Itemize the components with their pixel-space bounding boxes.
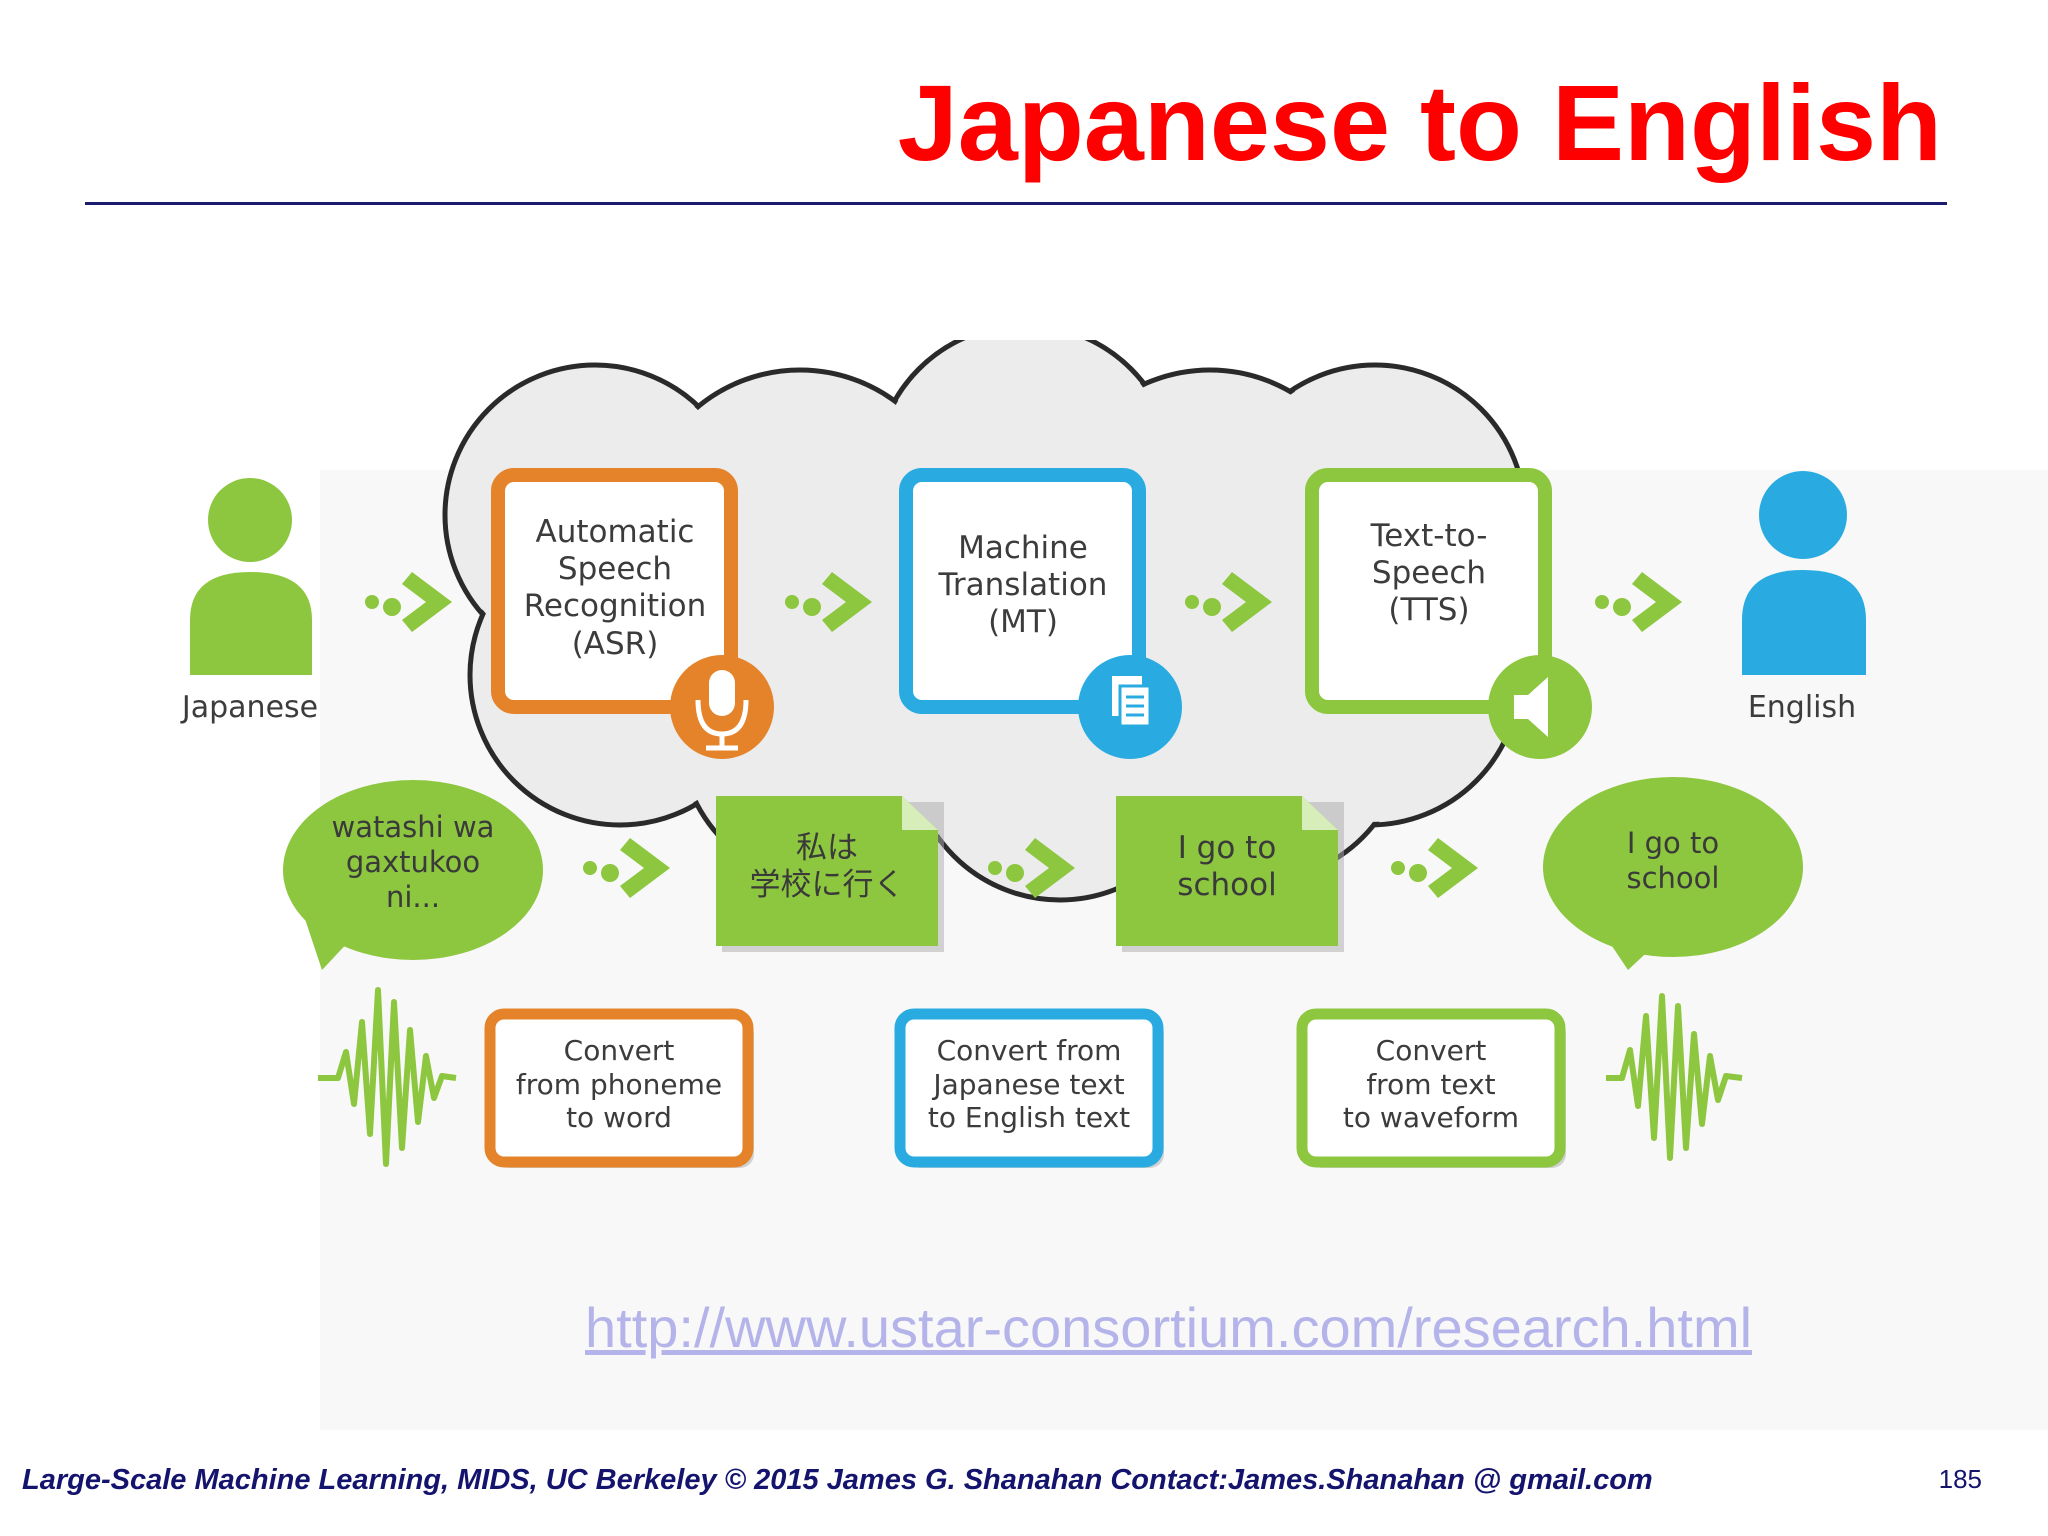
arrow-icon [1185, 572, 1272, 632]
speaker-icon [1488, 655, 1592, 759]
tts-title: Text-to- Speech (TTS) [1370, 518, 1488, 629]
arrow-icon [365, 572, 452, 632]
title-divider [85, 202, 1947, 205]
diagram-graphics [190, 340, 1866, 1168]
person-icon [1742, 471, 1866, 675]
english-text-document [1116, 796, 1344, 952]
document-icon [1078, 655, 1182, 759]
slide-title: Japanese to English [897, 62, 1942, 183]
speech-bubble-input [283, 780, 543, 970]
speech-input-text: watashi wa gaxtukoo ni... [331, 810, 495, 914]
speech-bubble-output [1543, 777, 1803, 970]
microphone-icon [670, 655, 774, 759]
page-number: 185 [1938, 1464, 1982, 1494]
waveform-output-icon [1606, 993, 1743, 1161]
person-icon [190, 478, 312, 675]
arrow-icon [785, 572, 872, 632]
tts-box [1305, 468, 1552, 714]
speech-output-text: I go to school [1626, 826, 1720, 895]
source-language-label: Japanese [181, 690, 319, 725]
asr-box [491, 468, 738, 714]
mt-box [899, 468, 1146, 714]
asr-description-box [484, 1008, 754, 1168]
translation-pipeline-diagram: Japanese English Automatic Speech Recogn… [0, 340, 2048, 1240]
mt-title: Machine Translation (MT) [938, 530, 1108, 641]
japanese-text-document [716, 796, 944, 952]
asr-description: Convert from phoneme to word [515, 1034, 723, 1135]
arrow-icon [583, 838, 670, 898]
footer-text: Large-Scale Machine Learning, MIDS, UC B… [22, 1464, 1653, 1496]
japanese-text: 私は 学校に行く [749, 830, 905, 904]
arrow-icon [1391, 838, 1478, 898]
tts-description: Convert from text to waveform [1342, 1034, 1520, 1135]
waveform-input-icon [318, 987, 457, 1167]
source-link[interactable]: http://www.ustar-consortium.com/research… [585, 1296, 1753, 1359]
mt-description: Convert from Japanese text to English te… [927, 1034, 1131, 1135]
mt-description-box [894, 1008, 1164, 1168]
arrow-icon [988, 838, 1075, 898]
asr-title: Automatic Speech Recognition (ASR) [523, 514, 707, 662]
arrow-icon [1595, 572, 1682, 632]
target-language-label: English [1747, 690, 1857, 725]
english-text: I go to school [1177, 830, 1277, 904]
tts-description-box [1296, 1008, 1566, 1168]
